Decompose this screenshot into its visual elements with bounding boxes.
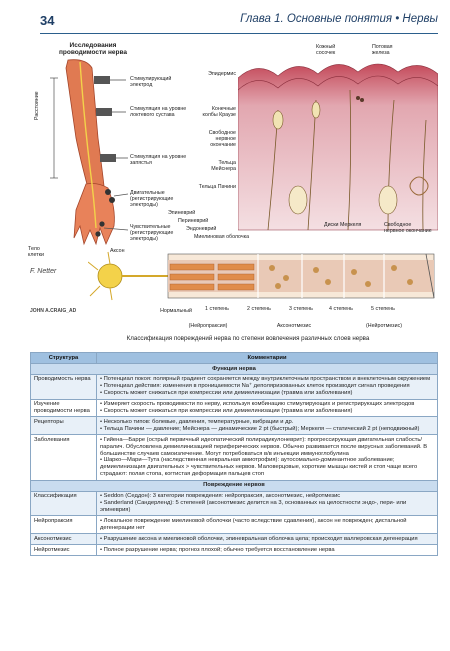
col-structure: Структура: [30, 352, 97, 364]
comment-line: • Скорость может снижаться при компресси…: [100, 408, 353, 415]
class-axonotmesis: Аксонотмезис: [276, 323, 312, 329]
row-comment: • Seddon (Седдон): 3 категории поврежден…: [96, 490, 438, 517]
row-structure: Классификация: [30, 490, 97, 517]
row-comment: • Измеряет скорость проводимости по нерв…: [96, 398, 438, 418]
grade-2: 2 степень: [247, 306, 271, 312]
comment-line: • Гийена—Барре (острый первичный идеопат…: [100, 436, 428, 457]
label-free-ending-left: Свободное нервное окончание: [208, 130, 236, 148]
label-myelin: Миелиновая оболочка: [194, 234, 250, 240]
artist-signature: F. Netter: [30, 268, 57, 275]
label-epineurium: Эпиневрий: [168, 210, 196, 216]
comment-line: • Потенциал покоя: полярный градиент сох…: [100, 376, 431, 383]
table-row: Нейротмезис• Полное разрушение нерва; пр…: [30, 544, 438, 556]
table-row: Классификация• Seddon (Седдон): 3 катего…: [30, 490, 438, 517]
row-comment: • Гийена—Барре (острый первичный идеопат…: [96, 434, 438, 481]
label-free-ending-bottom: Свободное нервное окончание: [384, 222, 432, 234]
class-neuropraxia: (Нейропраксия): [188, 323, 228, 329]
comment-line: • Полное разрушение нерва; прогноз плохо…: [100, 546, 335, 553]
comment-line: • Скорость может снижаться при компресси…: [100, 390, 353, 397]
table-row: Рецепторы• Несколько типов: болевые, дав…: [30, 416, 438, 436]
distance-label: Расстояние: [34, 91, 40, 120]
label-dermal-papilla: Кожный сосочек: [316, 44, 336, 56]
figure-caption: Классификация повреждений нерва по степе…: [126, 335, 370, 342]
table-row: Заболевания• Гийена—Барре (острый первич…: [30, 434, 438, 481]
grade-5: 5 степень: [371, 306, 395, 312]
label-axon: Аксон: [110, 248, 125, 254]
section-title: Функция нерва: [30, 363, 438, 375]
row-structure: Нейротмезис: [30, 544, 97, 556]
figure-area: Исследования проводимости нерва: [28, 36, 438, 348]
section-title: Повреждение нервов: [30, 479, 438, 492]
nerve-study-title: Исследования проводимости нерва: [58, 42, 128, 56]
label-endoneurium: Эндоневрий: [186, 226, 217, 232]
grade-3: 3 степень: [289, 306, 313, 312]
label-meissner: Тельца Мейснера: [211, 160, 236, 172]
table-row: Аксонотмезис• Разрушение аксона и миелин…: [30, 533, 438, 546]
section-nerve-injury: Повреждение нервов: [30, 479, 438, 492]
label-sweat-gland: Потовая железа: [372, 44, 393, 56]
label-stim-electrode: Стимулирующий электрод: [130, 76, 172, 88]
row-comment: • Несколько типов: болевые, давления, те…: [96, 416, 438, 436]
row-structure: Заболевания: [30, 434, 97, 481]
row-comment: • Локальное повреждение миелиновой оболо…: [96, 515, 438, 535]
comment-line: • Локальное повреждение миелиновой оболо…: [100, 517, 407, 531]
row-structure: Изучение проводимости нерва: [30, 398, 97, 418]
comment-line: • Тельца Пачини — давление; Мейснера — д…: [100, 425, 420, 432]
chapter-title: Глава 1. Основные понятия • Нервы: [240, 13, 438, 25]
grade-1: 1 степень: [205, 306, 229, 312]
row-comment: • Полное разрушение нерва; прогноз плохо…: [96, 544, 438, 556]
col-comments: Комментарии: [96, 352, 438, 364]
page-number: 34: [40, 13, 55, 28]
comment-line: • Несколько типов: болевые, давления, те…: [100, 418, 294, 425]
grade-4: 4 степень: [329, 306, 353, 312]
comment-line: • Разрушение аксона и миелиновой оболочк…: [100, 535, 418, 542]
row-structure: Нейропраксия: [30, 515, 97, 535]
row-structure: Проводимость нерва: [30, 373, 97, 400]
arm-illustration: [50, 59, 129, 246]
artist-signature-2: JOHN A.CRAIG_AD: [30, 308, 77, 314]
skin-receptors-illustration: [238, 63, 438, 231]
comment-line: • Seddon (Седдон): 3 категории поврежден…: [100, 493, 341, 500]
row-comment: • Потенциал покоя: полярный градиент сох…: [96, 373, 438, 400]
label-perineurium: Периневрий: [178, 218, 209, 224]
label-pacini: Тельца Пачини: [198, 184, 236, 190]
row-structure: Аксонотмезис: [30, 533, 97, 546]
label-stim-wrist: Стимуляция на уровне запястья: [130, 154, 187, 166]
nerve-injury-illustration: [88, 251, 435, 301]
label-krause: Конечные колбы Краузе: [202, 106, 237, 118]
class-neurotmesis: (Нейротмезис): [366, 323, 402, 329]
label-epidermis: Эпидермис: [208, 71, 236, 77]
comment-line: • Потенциал действия: изменения в прониц…: [100, 383, 410, 390]
row-comment: • Разрушение аксона и миелиновой оболочк…: [96, 533, 438, 546]
label-stim-elbow: Стимуляция на уровне локтевого сустава: [130, 106, 187, 118]
label-sensory-electrodes: Чувствительные (регистрирующие электроды…: [130, 224, 174, 242]
label-cell-body: Тело клетки: [28, 246, 44, 258]
row-structure: Рецепторы: [30, 416, 97, 436]
grade-normal: Нормальный: [160, 308, 192, 314]
table-row: Проводимость нерва• Потенциал покоя: пол…: [30, 373, 438, 400]
section-nerve-function: Функция нерва: [30, 363, 438, 375]
comment-line: • Sanderland (Сандерленд): 5 степеней (а…: [100, 500, 407, 513]
comment-line: • Шарко—Мари—Тута (наследственная неврал…: [100, 457, 418, 478]
table-row: Изучение проводимости нерва• Измеряет ск…: [30, 398, 438, 418]
label-motor-electrodes: Двигательные (регистрирующие электроды): [130, 190, 174, 208]
label-merkel: Диски Меркеля: [324, 222, 362, 228]
table-row: Нейропраксия• Локальное повреждение миел…: [30, 515, 438, 535]
comment-line: • Измеряет скорость проводимости по нерв…: [100, 401, 415, 408]
page-header: 34 Глава 1. Основные понятия • Нервы: [40, 10, 438, 34]
